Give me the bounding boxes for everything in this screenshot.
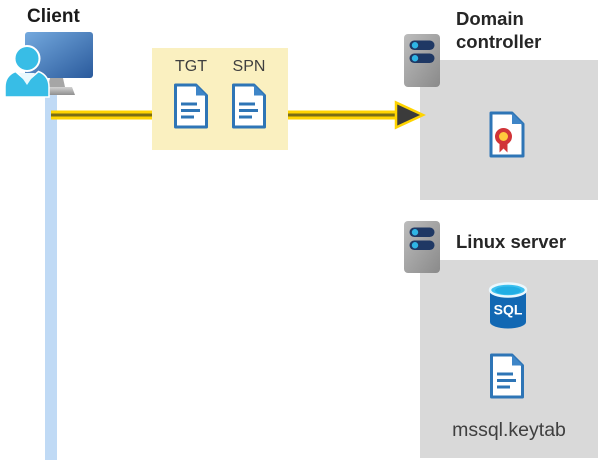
client-icon	[4, 32, 93, 98]
spn-label: SPN	[232, 58, 266, 75]
keytab-document-icon	[490, 353, 524, 399]
domain-controller-server-icon	[404, 34, 440, 87]
tgt-ticket: TGT	[172, 58, 210, 129]
certificate-icon	[489, 111, 525, 158]
ticket-box: TGT SPN	[152, 48, 288, 150]
tgt-label: TGT	[175, 58, 207, 75]
linux-server-label: Linux server	[456, 231, 567, 252]
monitor-icon	[25, 32, 93, 95]
tgt-document-icon	[174, 83, 208, 129]
keytab-label: mssql.keytab	[452, 419, 566, 441]
spn-ticket: SPN	[230, 58, 268, 129]
client-connection-line	[45, 90, 57, 460]
spn-document-icon	[232, 83, 266, 129]
linux-server-icon	[404, 221, 440, 273]
sql-label: SQL	[494, 302, 523, 318]
domain-controller-label: Domain controller	[456, 8, 542, 52]
sql-database-icon: SQL	[488, 282, 528, 329]
arrowhead-icon	[394, 100, 426, 130]
user-icon	[4, 45, 50, 98]
client-label: Client	[27, 6, 80, 27]
